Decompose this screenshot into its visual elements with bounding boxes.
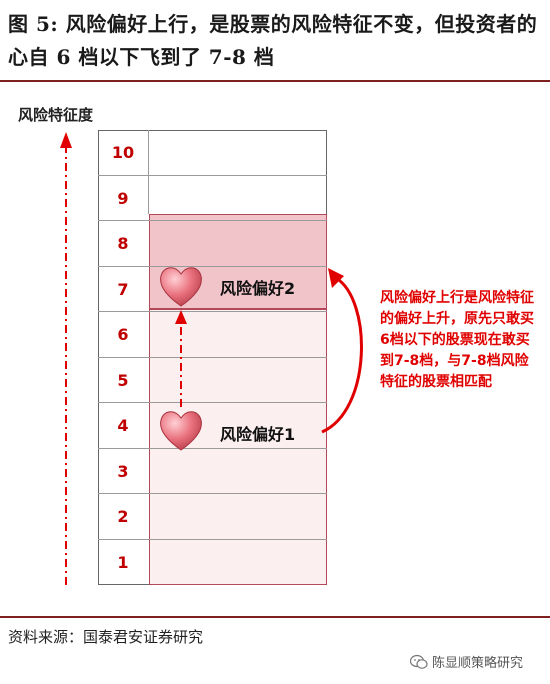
level-row: 8 (98, 221, 327, 267)
level-number: 3 (117, 461, 129, 481)
level-row: 3 (98, 449, 327, 494)
preference-2-label: 风险偏好2 (220, 279, 296, 298)
column-divider (148, 130, 149, 214)
title-divider (0, 80, 550, 82)
level-number: 6 (117, 325, 129, 344)
level-number: 9 (117, 188, 129, 208)
curved-arrowhead (328, 268, 344, 288)
level-row: 7 (98, 267, 327, 312)
level-row: 5 (98, 358, 327, 403)
level-number: 5 (117, 370, 129, 390)
level-number: 1 (117, 552, 129, 572)
level-row: 6 (98, 312, 327, 358)
axis-label: 风险特征度 (18, 106, 94, 124)
level-row: 9 (98, 176, 327, 221)
level-row: 10 (98, 130, 327, 176)
shift-arrowhead (175, 310, 187, 324)
preference-1-label: 风险偏好1 (220, 425, 296, 444)
footer-divider (0, 616, 550, 618)
level-number: 7 (117, 279, 129, 299)
page-title: 图 5: 风险偏好上行，是股票的风险特征不变，但投资者的心自 6 档以下飞到了 … (8, 12, 538, 69)
annotation-note: 风险偏好上行是风险特征的偏好上升，原先只敢买6档以下的股票现在敢买到7-8档，与… (380, 290, 534, 390)
source-text: 资料来源：国泰君安证券研究 (8, 628, 204, 646)
level-number: 4 (117, 416, 129, 435)
watermark: 陈显顺策略研究 (410, 652, 523, 671)
axis-arrowhead (60, 132, 72, 148)
watermark-text: 陈显顺策略研究 (432, 656, 524, 671)
wechat-icon (410, 654, 428, 669)
curved-arrow (321, 276, 363, 434)
level-number: 2 (117, 507, 129, 526)
level-row: 1 (98, 540, 327, 586)
heart-icon (160, 267, 202, 307)
level-row: 4 (98, 403, 327, 449)
level-number: 10 (111, 143, 135, 162)
heart-icon (160, 411, 202, 451)
level-row: 2 (98, 494, 327, 540)
level-number: 8 (117, 234, 129, 253)
